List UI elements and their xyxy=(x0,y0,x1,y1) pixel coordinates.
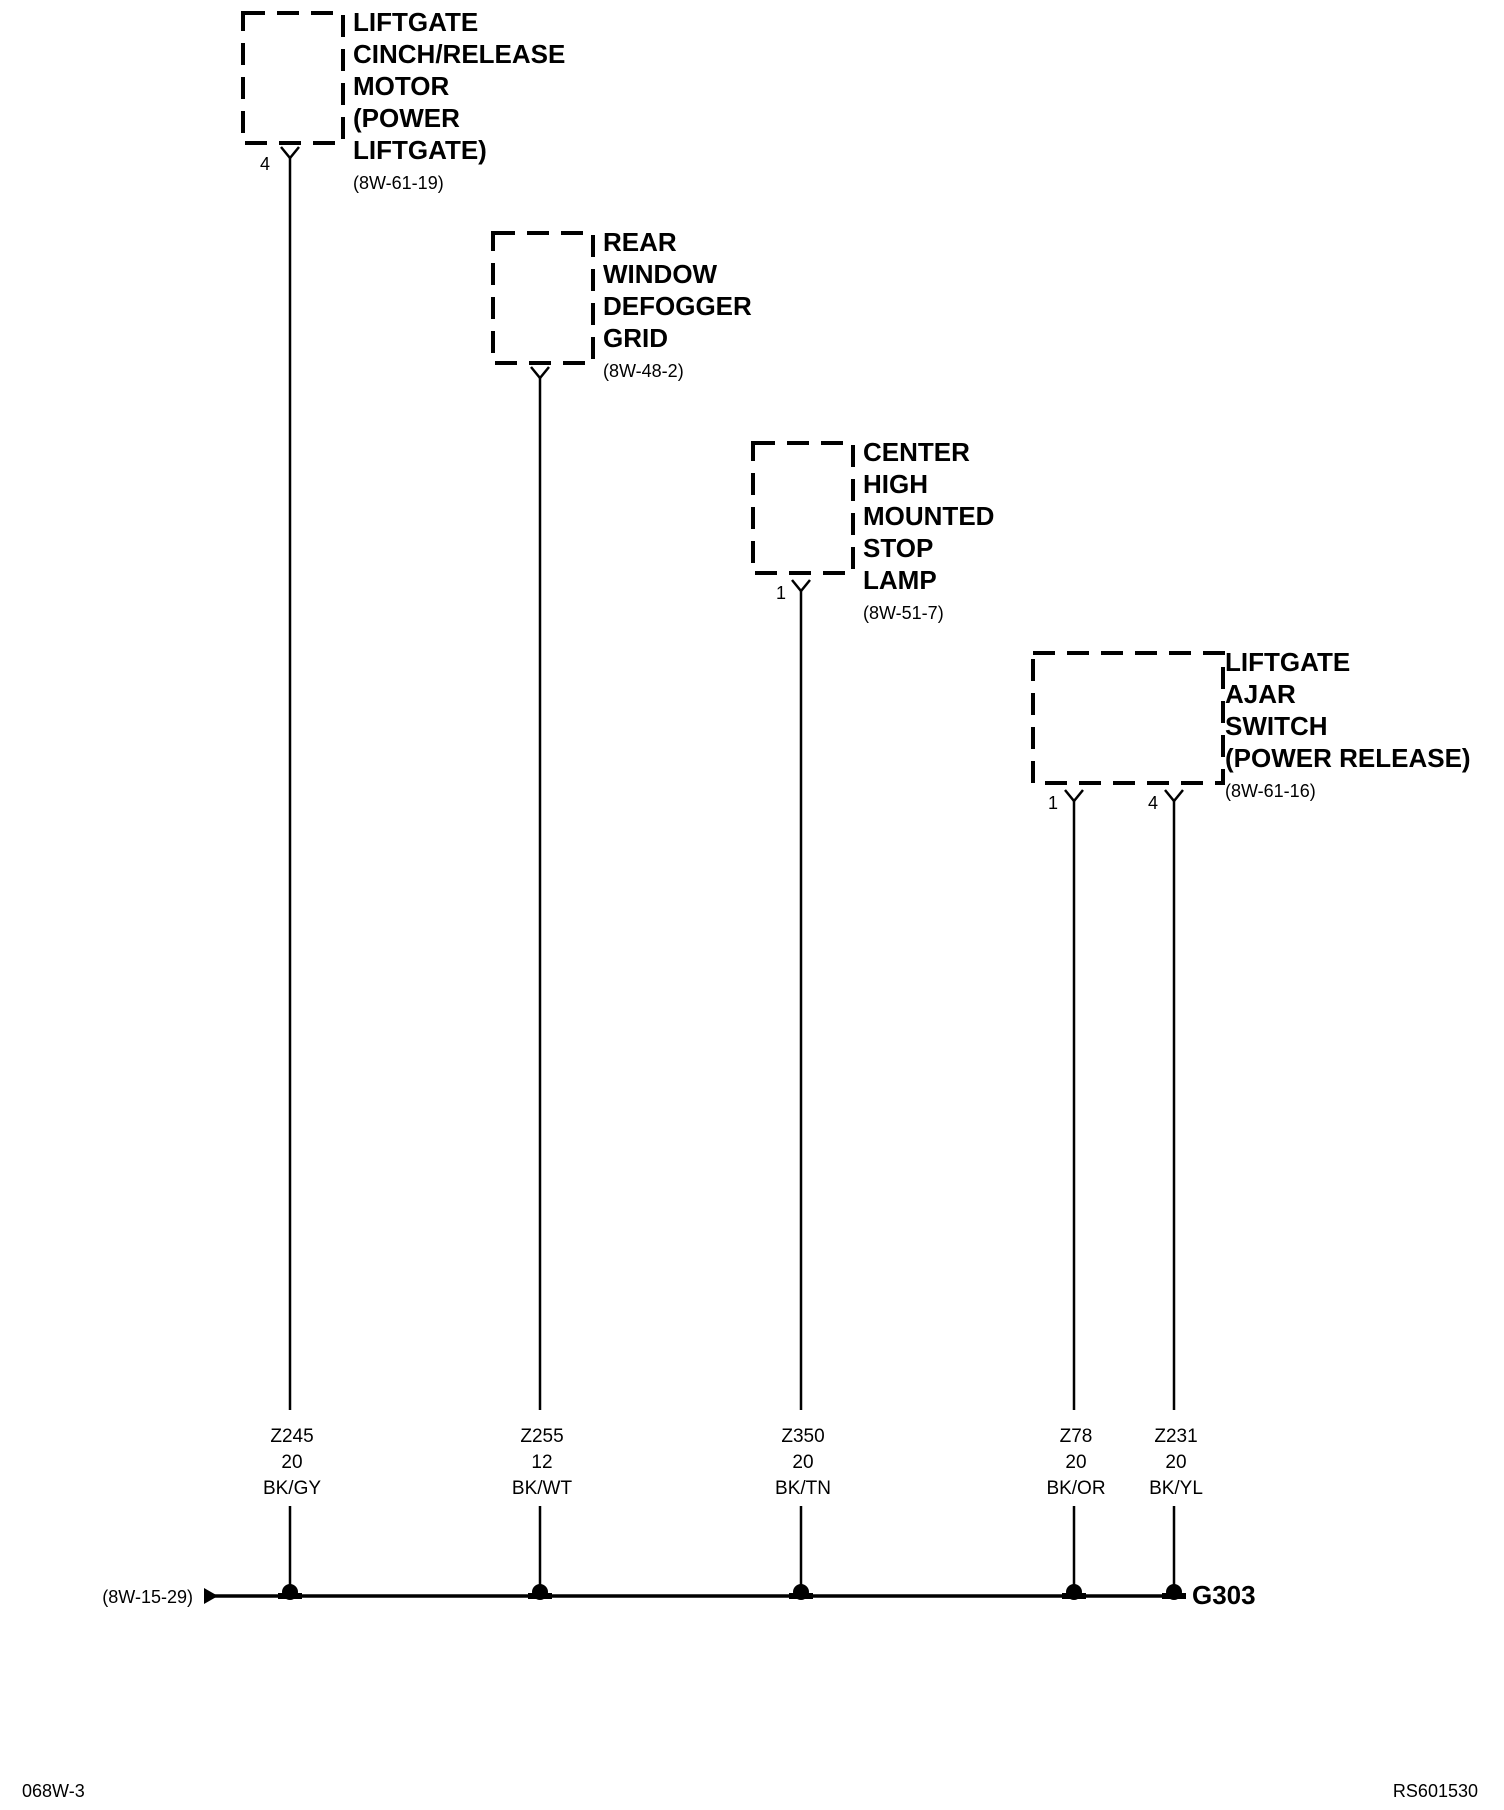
component-title-line: (POWER RELEASE) xyxy=(1225,743,1471,773)
wire-circuit: Z245 xyxy=(270,1426,313,1447)
component-title-line: HIGH xyxy=(863,469,928,499)
connector-symbol xyxy=(1064,789,1084,803)
component-title-line: LAMP xyxy=(863,565,937,595)
component-title-line: LIFTGATE) xyxy=(353,135,487,165)
wire-color: BK/YL xyxy=(1149,1478,1203,1499)
ground-node xyxy=(1162,1584,1186,1600)
connector-symbol xyxy=(791,579,811,593)
wire-circuit: Z78 xyxy=(1060,1426,1093,1447)
connector-symbol xyxy=(280,146,300,160)
ground-label: G303 xyxy=(1192,1580,1256,1610)
component-liftgate-cinch-motor: 4 LIFTGATE CINCH/RELEASE MOTOR (POWER LI… xyxy=(241,7,565,193)
footer-page-code: 068W-3 xyxy=(22,1781,85,1801)
wire-circuit: Z350 xyxy=(781,1426,824,1447)
component-title-line: STOP xyxy=(863,533,933,563)
wire-circuit: Z255 xyxy=(520,1426,563,1447)
connector-symbol xyxy=(530,366,550,380)
component-title-line: (POWER xyxy=(353,103,460,133)
splice-node xyxy=(789,1584,813,1600)
component-box xyxy=(751,441,855,575)
component-title-line: WINDOW xyxy=(603,259,718,289)
pin-number: 1 xyxy=(1048,793,1058,813)
component-title-line: CENTER xyxy=(863,437,970,467)
component-title-line: AJAR xyxy=(1225,679,1296,709)
component-title-line: DEFOGGER xyxy=(603,291,752,321)
component-title-line: LIFTGATE xyxy=(1225,647,1350,677)
wire-color: BK/TN xyxy=(775,1478,831,1499)
wire-circuit: Z231 xyxy=(1154,1426,1197,1447)
page-reference: (8W-51-7) xyxy=(863,603,944,623)
component-rear-window-defogger: REAR WINDOW DEFOGGER GRID (8W-48-2) xyxy=(491,227,752,381)
component-box xyxy=(1031,651,1225,785)
component-title-line: MOTOR xyxy=(353,71,450,101)
component-title-line: REAR xyxy=(603,227,677,257)
pin-number: 4 xyxy=(260,154,270,174)
pin-number: 4 xyxy=(1148,793,1158,813)
pin-number: 1 xyxy=(776,583,786,603)
component-title-line: GRID xyxy=(603,323,668,353)
component-title-line: CINCH/RELEASE xyxy=(353,39,565,69)
component-chmsl: 1 CENTER HIGH MOUNTED STOP LAMP (8W-51-7… xyxy=(751,437,994,623)
component-title-line: SWITCH xyxy=(1225,711,1328,741)
wire-gauge: 20 xyxy=(1065,1452,1086,1473)
ground-bus: (8W-15-29) G303 xyxy=(102,1580,1255,1610)
page-reference: (8W-61-19) xyxy=(353,173,444,193)
wire-color: BK/WT xyxy=(512,1478,573,1499)
wire-gauge: 20 xyxy=(1165,1452,1186,1473)
page-reference: (8W-61-16) xyxy=(1225,781,1316,801)
page-reference: (8W-48-2) xyxy=(603,361,684,381)
wire-gauge: 12 xyxy=(531,1452,552,1473)
component-title-line: LIFTGATE xyxy=(353,7,478,37)
footer-figure-id: RS601530 xyxy=(1393,1781,1478,1801)
splice-node xyxy=(1062,1584,1086,1600)
component-box xyxy=(491,231,595,365)
wire-color: BK/GY xyxy=(263,1478,321,1499)
wire-label-z78: Z78 20 BK/OR xyxy=(1046,1426,1105,1499)
wire-color: BK/OR xyxy=(1046,1478,1105,1499)
wire-label-z231: Z231 20 BK/YL xyxy=(1149,1426,1203,1499)
component-title-line: MOUNTED xyxy=(863,501,994,531)
wire-gauge: 20 xyxy=(281,1452,302,1473)
component-liftgate-ajar-switch: 1 4 LIFTGATE AJAR SWITCH (POWER RELEASE)… xyxy=(1031,647,1471,813)
connector-symbol xyxy=(1164,789,1184,803)
splice-node xyxy=(528,1584,552,1600)
wire-label-z245: Z245 20 BK/GY xyxy=(263,1426,321,1499)
wire-gauge: 20 xyxy=(792,1452,813,1473)
wire-label-z350: Z350 20 BK/TN xyxy=(775,1426,831,1499)
component-box xyxy=(241,11,345,145)
bus-page-reference: (8W-15-29) xyxy=(102,1587,193,1607)
wire-label-z255: Z255 12 BK/WT xyxy=(512,1426,573,1499)
splice-node xyxy=(278,1584,302,1600)
